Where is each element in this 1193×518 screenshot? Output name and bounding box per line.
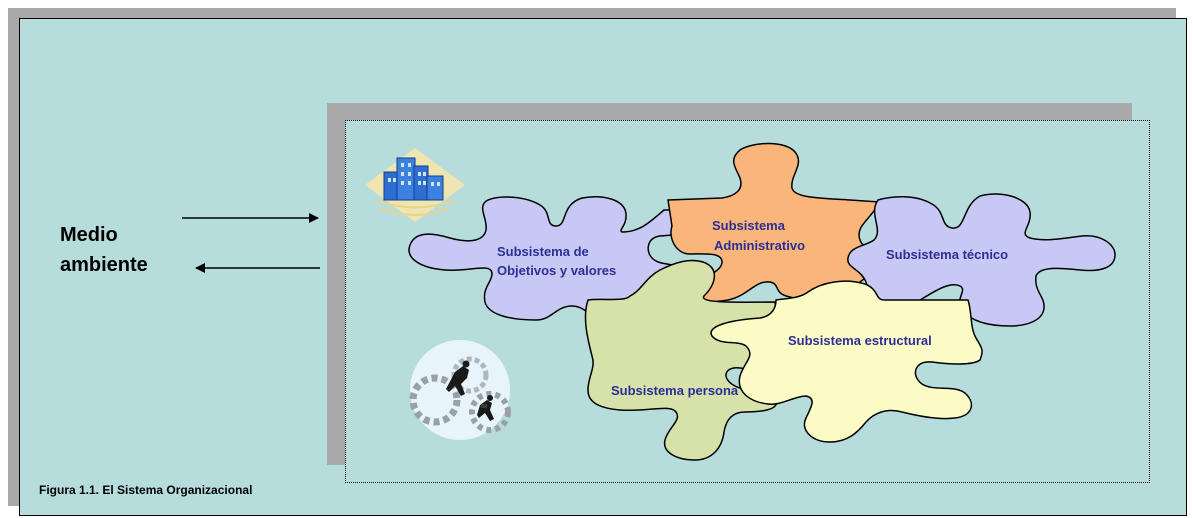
label-tecnico: Subsistema técnico: [886, 247, 1008, 262]
figure-caption: Figura 1.1. El Sistema Organizacional: [39, 483, 253, 497]
label-administrativo-line1: Subsistema: [712, 218, 786, 233]
label-objetivos-line2: Objetivos y valores: [497, 263, 616, 278]
label-administrativo-line2: Administrativo: [714, 238, 805, 253]
office-building-icon: [365, 148, 465, 222]
environment-label: Medio ambiente: [60, 224, 148, 276]
label-persona: Subsistema persona: [611, 383, 739, 398]
business-people-gears-icon: [409, 340, 511, 440]
puzzle-piece-estructural: [710, 280, 983, 443]
label-estructural: Subsistema estructural: [788, 333, 932, 348]
label-objetivos-line1: Subsistema de: [497, 244, 589, 259]
